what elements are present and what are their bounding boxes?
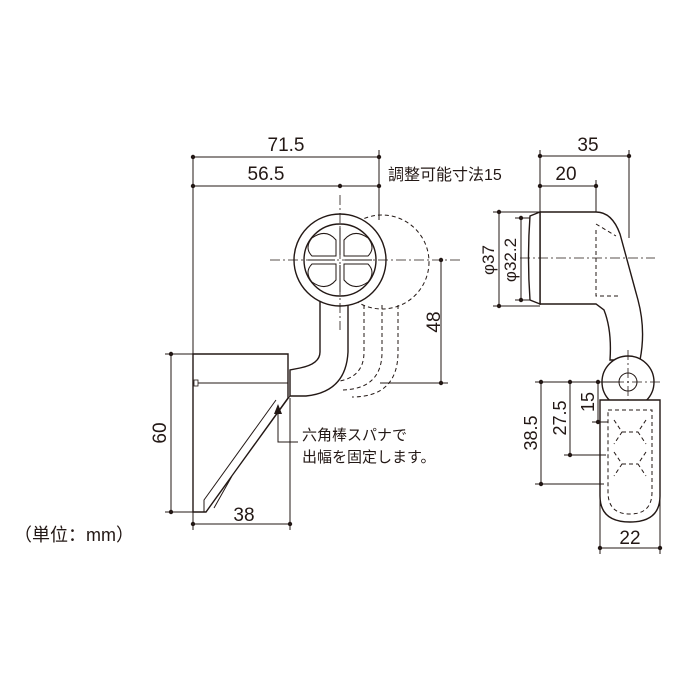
arm — [289, 297, 349, 397]
side-base — [599, 399, 661, 523]
dim-bot-15: 15 — [578, 392, 598, 412]
dim-height-60: 60 — [150, 422, 171, 443]
note-line-2: 出幅を固定します。 — [302, 449, 436, 466]
unit-label: （単位：mm） — [14, 525, 134, 545]
dim-bot-38-5: 38.5 — [521, 415, 541, 450]
pipe-holder — [293, 213, 387, 307]
dim-pin-offset: 56.5 — [248, 164, 285, 185]
dim-overall-width: 71.5 — [268, 135, 305, 156]
dim-adjust-label: 調整可能寸法15 — [388, 166, 502, 184]
dim-bot-22: 22 — [619, 528, 640, 549]
side-base-pattern — [607, 409, 653, 515]
note-line-1: 六角棒スパナで — [302, 427, 407, 444]
base-plate — [192, 353, 289, 513]
dim-side-20: 20 — [555, 164, 576, 185]
dim-side-35: 35 — [577, 135, 598, 156]
side-view: 35 20 φ37 φ32.2 38.5 27.5 — [479, 135, 663, 554]
dim-base-38: 38 — [233, 505, 254, 526]
dim-height-48: 48 — [424, 311, 445, 332]
side-arm — [539, 211, 644, 361]
dim-dia-32: φ32.2 — [501, 238, 520, 282]
dim-dia-37: φ37 — [479, 245, 498, 275]
front-view: 71.5 56.5 調整可能寸法15 48 60 38 六角棒スパナで 出幅を固… — [150, 135, 502, 530]
dim-bot-27-5: 27.5 — [550, 400, 570, 435]
